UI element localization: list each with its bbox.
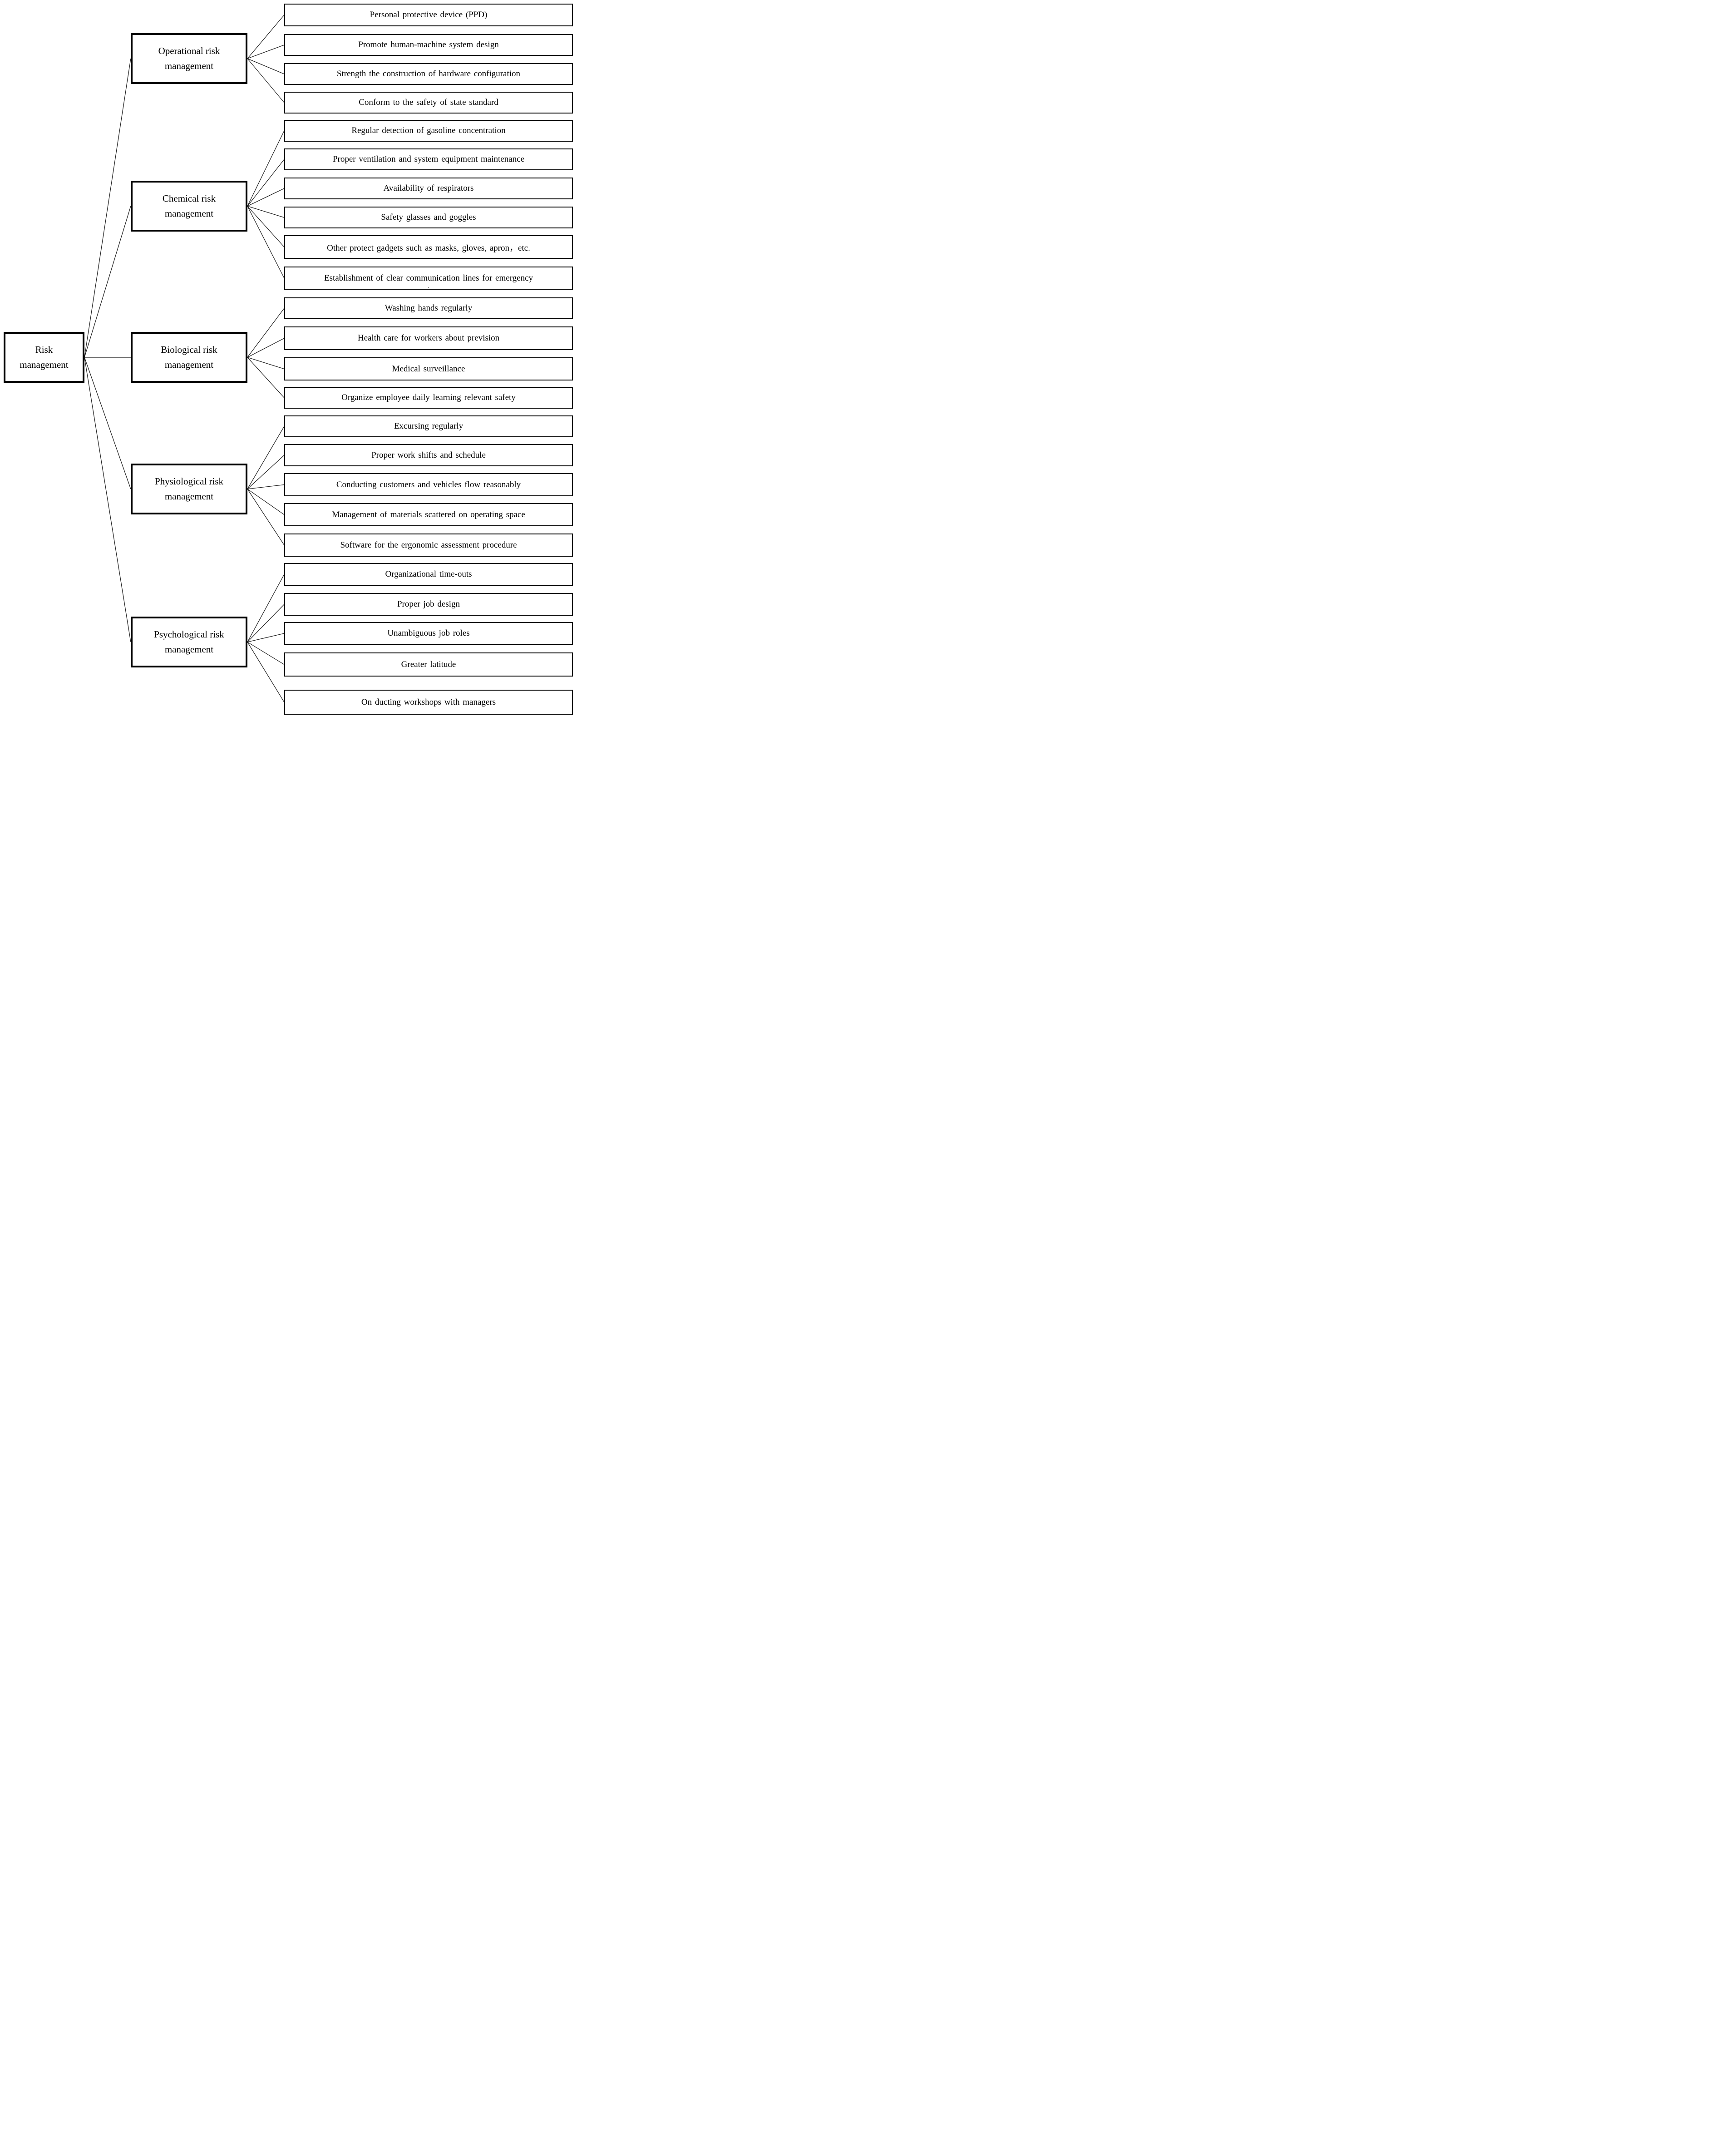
leaf-label: Washing hands regularly (385, 303, 473, 313)
leaf-node: Regular detection of gasoline concentrat… (284, 120, 573, 142)
leaf-label: Other protect gadgets such as masks, glo… (327, 243, 530, 253)
leaf-label: Medical surveillance (392, 364, 465, 374)
leaf-node: Safety glasses and goggles (284, 207, 573, 228)
risk-management-diagram: Risk management Operational risk managem… (0, 0, 579, 718)
leaf-label: Proper work shifts and schedule (371, 450, 486, 460)
leaf-label: Organize employee daily learning relevan… (341, 393, 516, 402)
leaf-node: Excursing regularly (284, 415, 573, 437)
category-label: Physiological risk management (154, 476, 224, 502)
category-node-chemical-risk-management: Chemical risk management (131, 181, 247, 232)
leaf-node: Washing hands regularly (284, 297, 573, 319)
leaf-node: Establishment of clear communication lin… (284, 267, 573, 290)
leaf-label: Regular detection of gasoline concentrat… (351, 126, 506, 135)
leaf-label: Availability of respirators (383, 183, 474, 193)
leaf-label: Software for the ergonomic assessment pr… (340, 540, 517, 550)
leaf-node: Conducting customers and vehicles flow r… (284, 473, 573, 496)
leaf-label: Greater latitude (401, 659, 456, 669)
leaf-node: Other protect gadgets such as masks, glo… (284, 235, 573, 259)
leaf-label: Strength the construction of hardware co… (336, 69, 521, 79)
root-label: Risk management (20, 344, 69, 370)
leaf-label: Conducting customers and vehicles flow r… (336, 479, 521, 489)
leaf-node: Organizational time-outs (284, 563, 573, 586)
leaf-node: Promote human-machine system design (284, 34, 573, 56)
leaf-label: Excursing regularly (394, 421, 464, 431)
leaf-label: Promote human-machine system design (358, 40, 499, 49)
category-node-operational-risk-management: Operational risk management (131, 33, 247, 84)
category-node-biological-risk-management: Biological risk management (131, 332, 247, 383)
leaf-node: Software for the ergonomic assessment pr… (284, 534, 573, 557)
leaf-node: Proper work shifts and schedule (284, 444, 573, 466)
root-node-risk-management: Risk management (4, 332, 84, 383)
connector-lines (84, 15, 285, 702)
category-node-physiological-risk-management: Physiological risk management (131, 464, 247, 514)
leaf-node: Strength the construction of hardware co… (284, 63, 573, 85)
category-label: Psychological risk management (154, 629, 224, 655)
leaf-label: Organizational time-outs (385, 569, 472, 579)
leaf-node: Organize employee daily learning relevan… (284, 387, 573, 409)
leaf-node: On ducting workshops with managers (284, 690, 573, 715)
leaf-node: Proper job design (284, 593, 573, 616)
leaf-node: Availability of respirators (284, 178, 573, 199)
leaf-node: Greater latitude (284, 652, 573, 677)
leaf-label: Health care for workers about prevision (357, 333, 500, 343)
leaf-label: On ducting workshops with managers (361, 697, 496, 707)
category-label: Operational risk management (158, 45, 220, 71)
leaf-label: Establishment of clear communication lin… (324, 273, 533, 283)
leaf-label: Conform to the safety of state standard (359, 98, 498, 107)
leaf-node: Medical surveillance (284, 357, 573, 380)
leaf-node: Management of materials scattered on ope… (284, 503, 573, 526)
leaf-label: Proper ventilation and system equipment … (332, 154, 525, 164)
category-node-psychological-risk-management: Psychological risk management (131, 617, 247, 667)
leaf-label: Personal protective device (PPD) (370, 10, 488, 20)
leaf-node: Conform to the safety of state standard (284, 92, 573, 114)
leaf-label: Safety glasses and goggles (381, 212, 476, 222)
leaf-label: Unambiguous job roles (387, 628, 470, 638)
leaf-node: Unambiguous job roles (284, 622, 573, 645)
leaf-node: Proper ventilation and system equipment … (284, 148, 573, 170)
leaf-label: Proper job design (397, 599, 460, 609)
leaf-node: Health care for workers about prevision (284, 326, 573, 350)
stray-period: . (428, 282, 429, 289)
leaf-label: Management of materials scattered on ope… (332, 509, 525, 519)
category-label: Chemical risk management (162, 193, 216, 219)
leaf-node: Personal protective device (PPD) (284, 4, 573, 26)
category-label: Biological risk management (161, 344, 217, 370)
